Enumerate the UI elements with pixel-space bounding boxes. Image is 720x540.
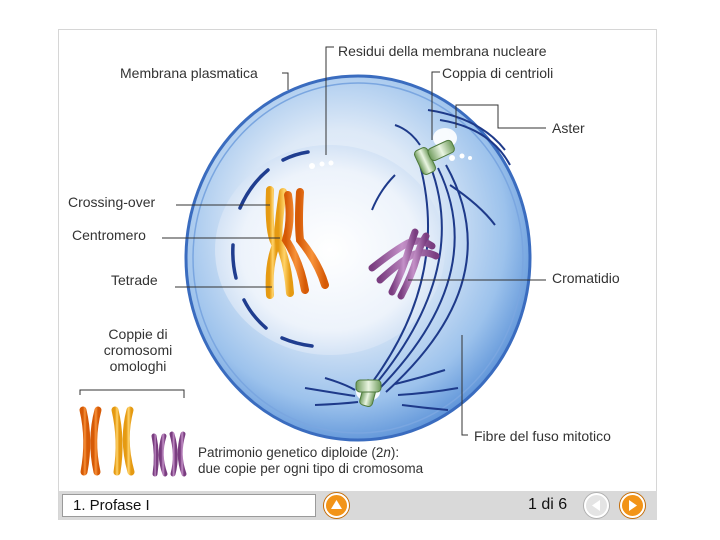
label-coppie-line3: omologhi bbox=[109, 358, 167, 374]
right-arrow-icon bbox=[629, 500, 637, 511]
label-tetrade: Tetrade bbox=[111, 272, 158, 288]
spindle-fibres bbox=[304, 109, 511, 411]
caption-line1: Patrimonio genetico diploide (2n): bbox=[198, 445, 423, 461]
caption-line1-italic: n bbox=[383, 445, 391, 460]
cell-inner-edge bbox=[192, 82, 524, 434]
label-fibre-fuso: Fibre del fuso mitotico bbox=[474, 428, 611, 444]
up-arrow-icon bbox=[331, 500, 342, 509]
label-crossing-over: Crossing-over bbox=[68, 194, 156, 210]
vesicle-dots bbox=[309, 153, 472, 169]
left-arrow-icon bbox=[592, 500, 600, 511]
caption-line2: due copie per ogni tipo di cromosoma bbox=[198, 461, 424, 476]
label-coppie-line1: Coppie di bbox=[108, 326, 168, 342]
label-aster: Aster bbox=[552, 120, 585, 136]
label-residui-membrana-nucleare: Residui della membrana nucleare bbox=[338, 43, 547, 59]
homologous-pairs-sample bbox=[79, 406, 187, 477]
previous-button[interactable] bbox=[584, 493, 609, 518]
label-coppia-centrioli: Coppia di centrioli bbox=[442, 65, 554, 81]
tetrad-chromosomes bbox=[265, 186, 329, 299]
navigation-bar: 1. Profase I 1 di 6 bbox=[59, 491, 657, 520]
caption: Patrimonio genetico diploide (2n): due c… bbox=[198, 445, 423, 477]
leader-lines bbox=[79, 46, 546, 436]
centriole-pair-bottom bbox=[355, 379, 382, 407]
caption-line1-b: ): bbox=[390, 445, 400, 460]
label-coppie-omologhi: Coppie di cromosomi omologhi bbox=[96, 326, 180, 374]
label-centromero: Centromero bbox=[72, 227, 146, 243]
label-membrana-plasmatica: Membrana plasmatica bbox=[120, 65, 258, 81]
next-button[interactable] bbox=[620, 493, 645, 518]
nuclear-membrane-remnants bbox=[231, 150, 314, 348]
label-coppie-line2: cromosomi bbox=[103, 342, 173, 358]
chromatid-chromosomes bbox=[368, 228, 440, 300]
page-counter: 1 di 6 bbox=[528, 496, 568, 513]
label-cromatidio: Cromatidio bbox=[552, 270, 620, 286]
caption-line1-a: Patrimonio genetico diploide (2 bbox=[198, 445, 384, 460]
step-title: 1. Profase I bbox=[62, 494, 316, 517]
centriole-pair-top bbox=[413, 128, 457, 175]
up-button[interactable] bbox=[324, 493, 349, 518]
